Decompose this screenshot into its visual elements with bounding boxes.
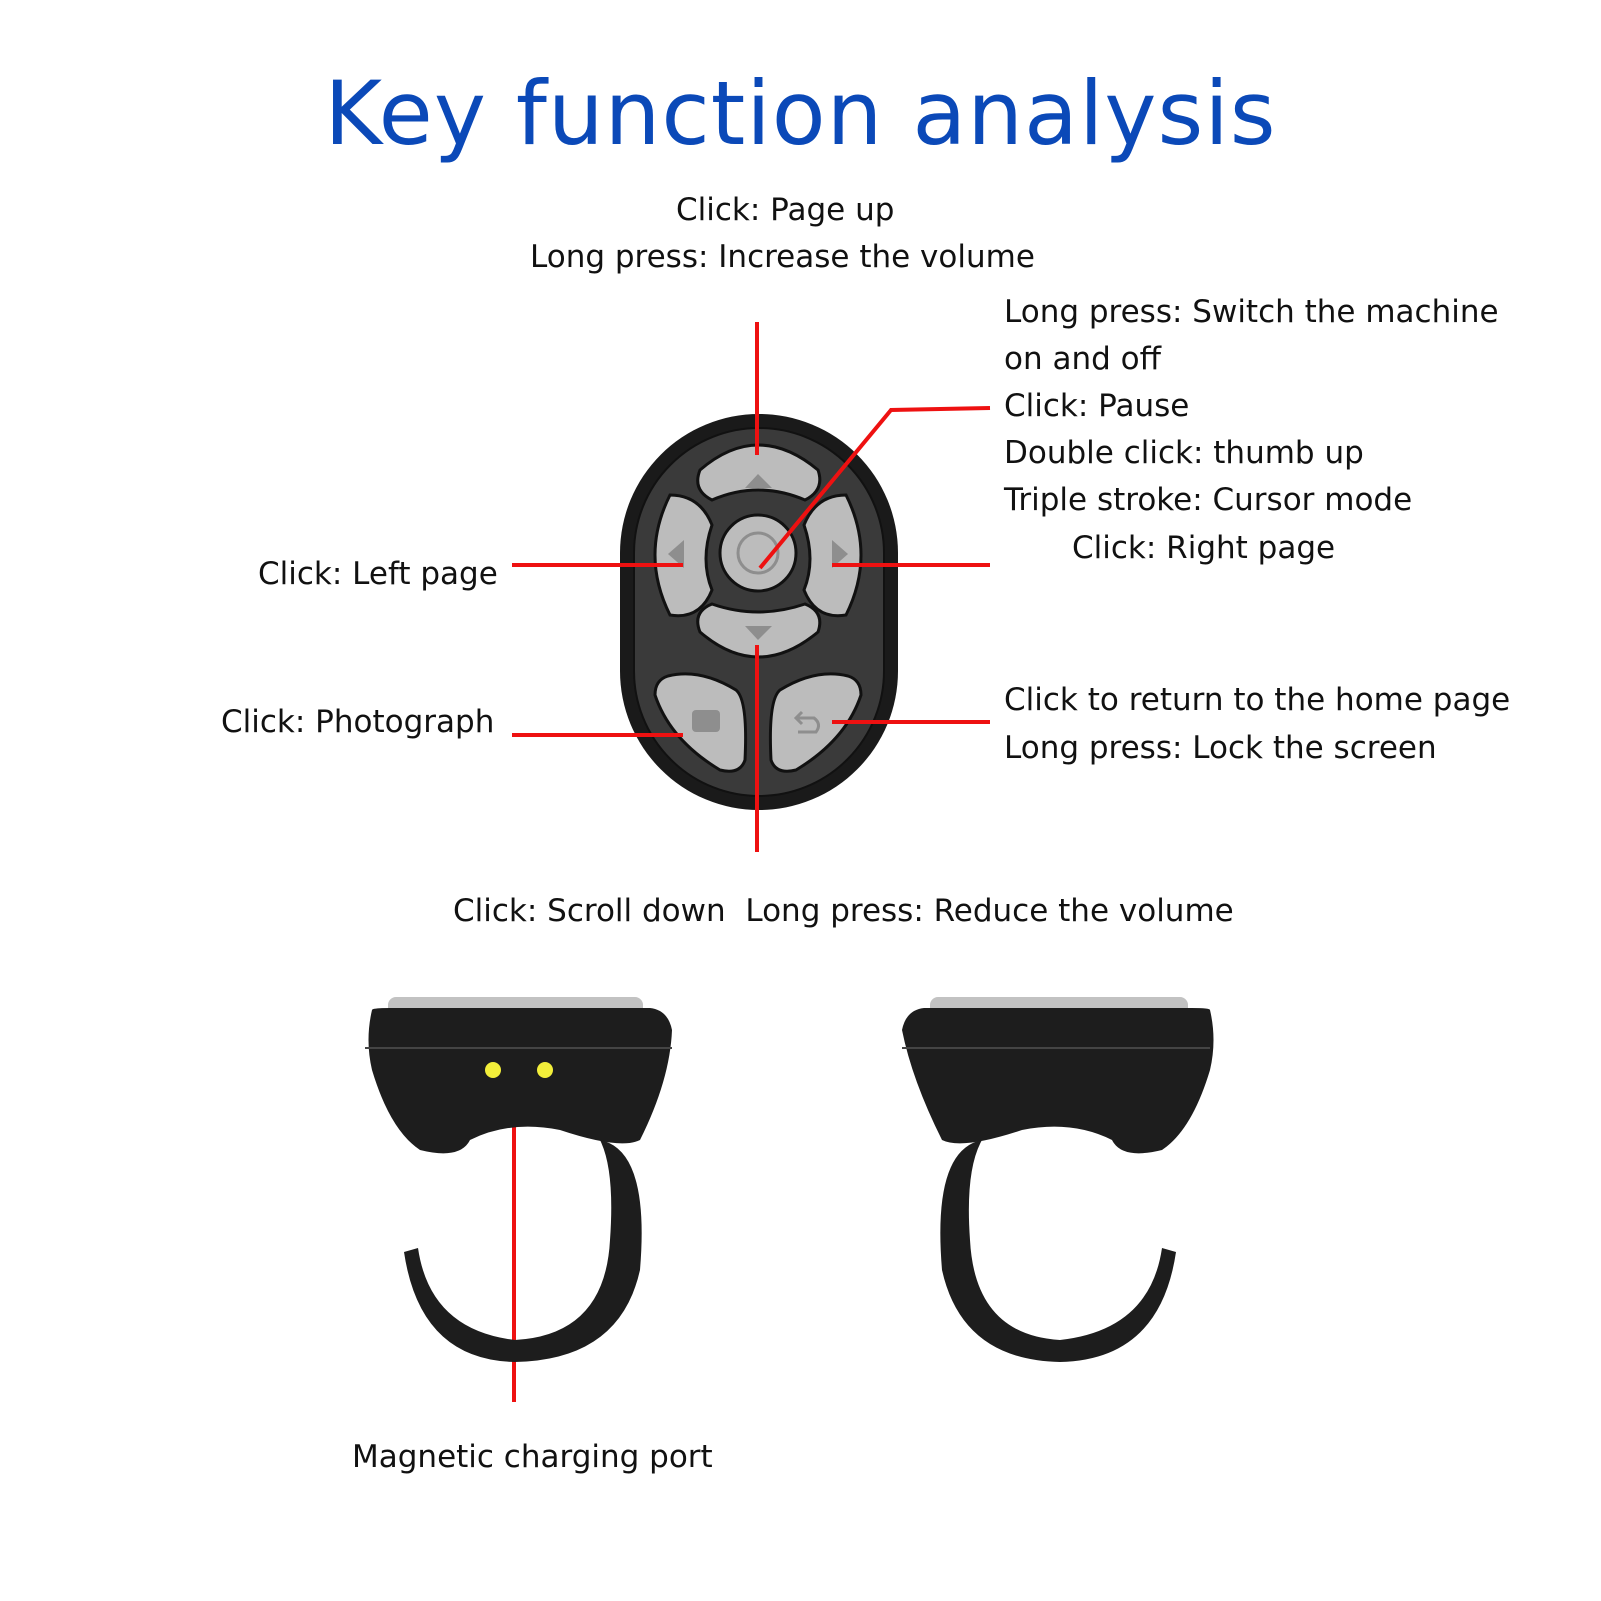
right-click-label: Click: Right page <box>1072 530 1336 566</box>
left-arrow-icon <box>668 540 684 568</box>
down-label: Click: Scroll down Long press: Reduce th… <box>453 893 1234 929</box>
circle-icon <box>736 531 780 575</box>
center-triple-label: Triple stroke: Cursor mode <box>1004 482 1413 518</box>
up-click-label: Click: Page up <box>676 192 895 228</box>
photo-click-label: Click: Photograph <box>221 704 495 740</box>
center-long-label-2: on and off <box>1004 341 1161 377</box>
center-long-label: Long press: Switch the machine <box>1004 294 1499 330</box>
page-title: Key function analysis <box>324 62 1277 165</box>
up-button <box>696 443 822 502</box>
back-button <box>768 672 863 773</box>
home-click-label: Click to return to the home page <box>1004 682 1511 718</box>
up-long-label: Long press: Increase the volume <box>530 239 1035 275</box>
center-double-label: Double click: thumb up <box>1004 435 1364 471</box>
charging-pin <box>485 1062 501 1078</box>
remote-top-view <box>620 414 898 810</box>
ring-side-view-right <box>902 997 1214 1362</box>
center-click-label: Click: Pause <box>1004 388 1190 424</box>
down-arrow-icon <box>745 626 772 640</box>
charging-pin <box>537 1062 553 1078</box>
right-arrow-icon <box>832 540 848 568</box>
home-long-label: Long press: Lock the screen <box>1004 730 1437 766</box>
charging-port-label: Magnetic charging port <box>352 1439 713 1475</box>
up-arrow-icon <box>745 474 772 488</box>
left-click-label: Click: Left page <box>258 556 498 592</box>
camera-icon <box>692 710 720 732</box>
center-button <box>718 513 798 593</box>
return-icon <box>793 710 821 734</box>
ring-side-view-left <box>365 997 672 1362</box>
